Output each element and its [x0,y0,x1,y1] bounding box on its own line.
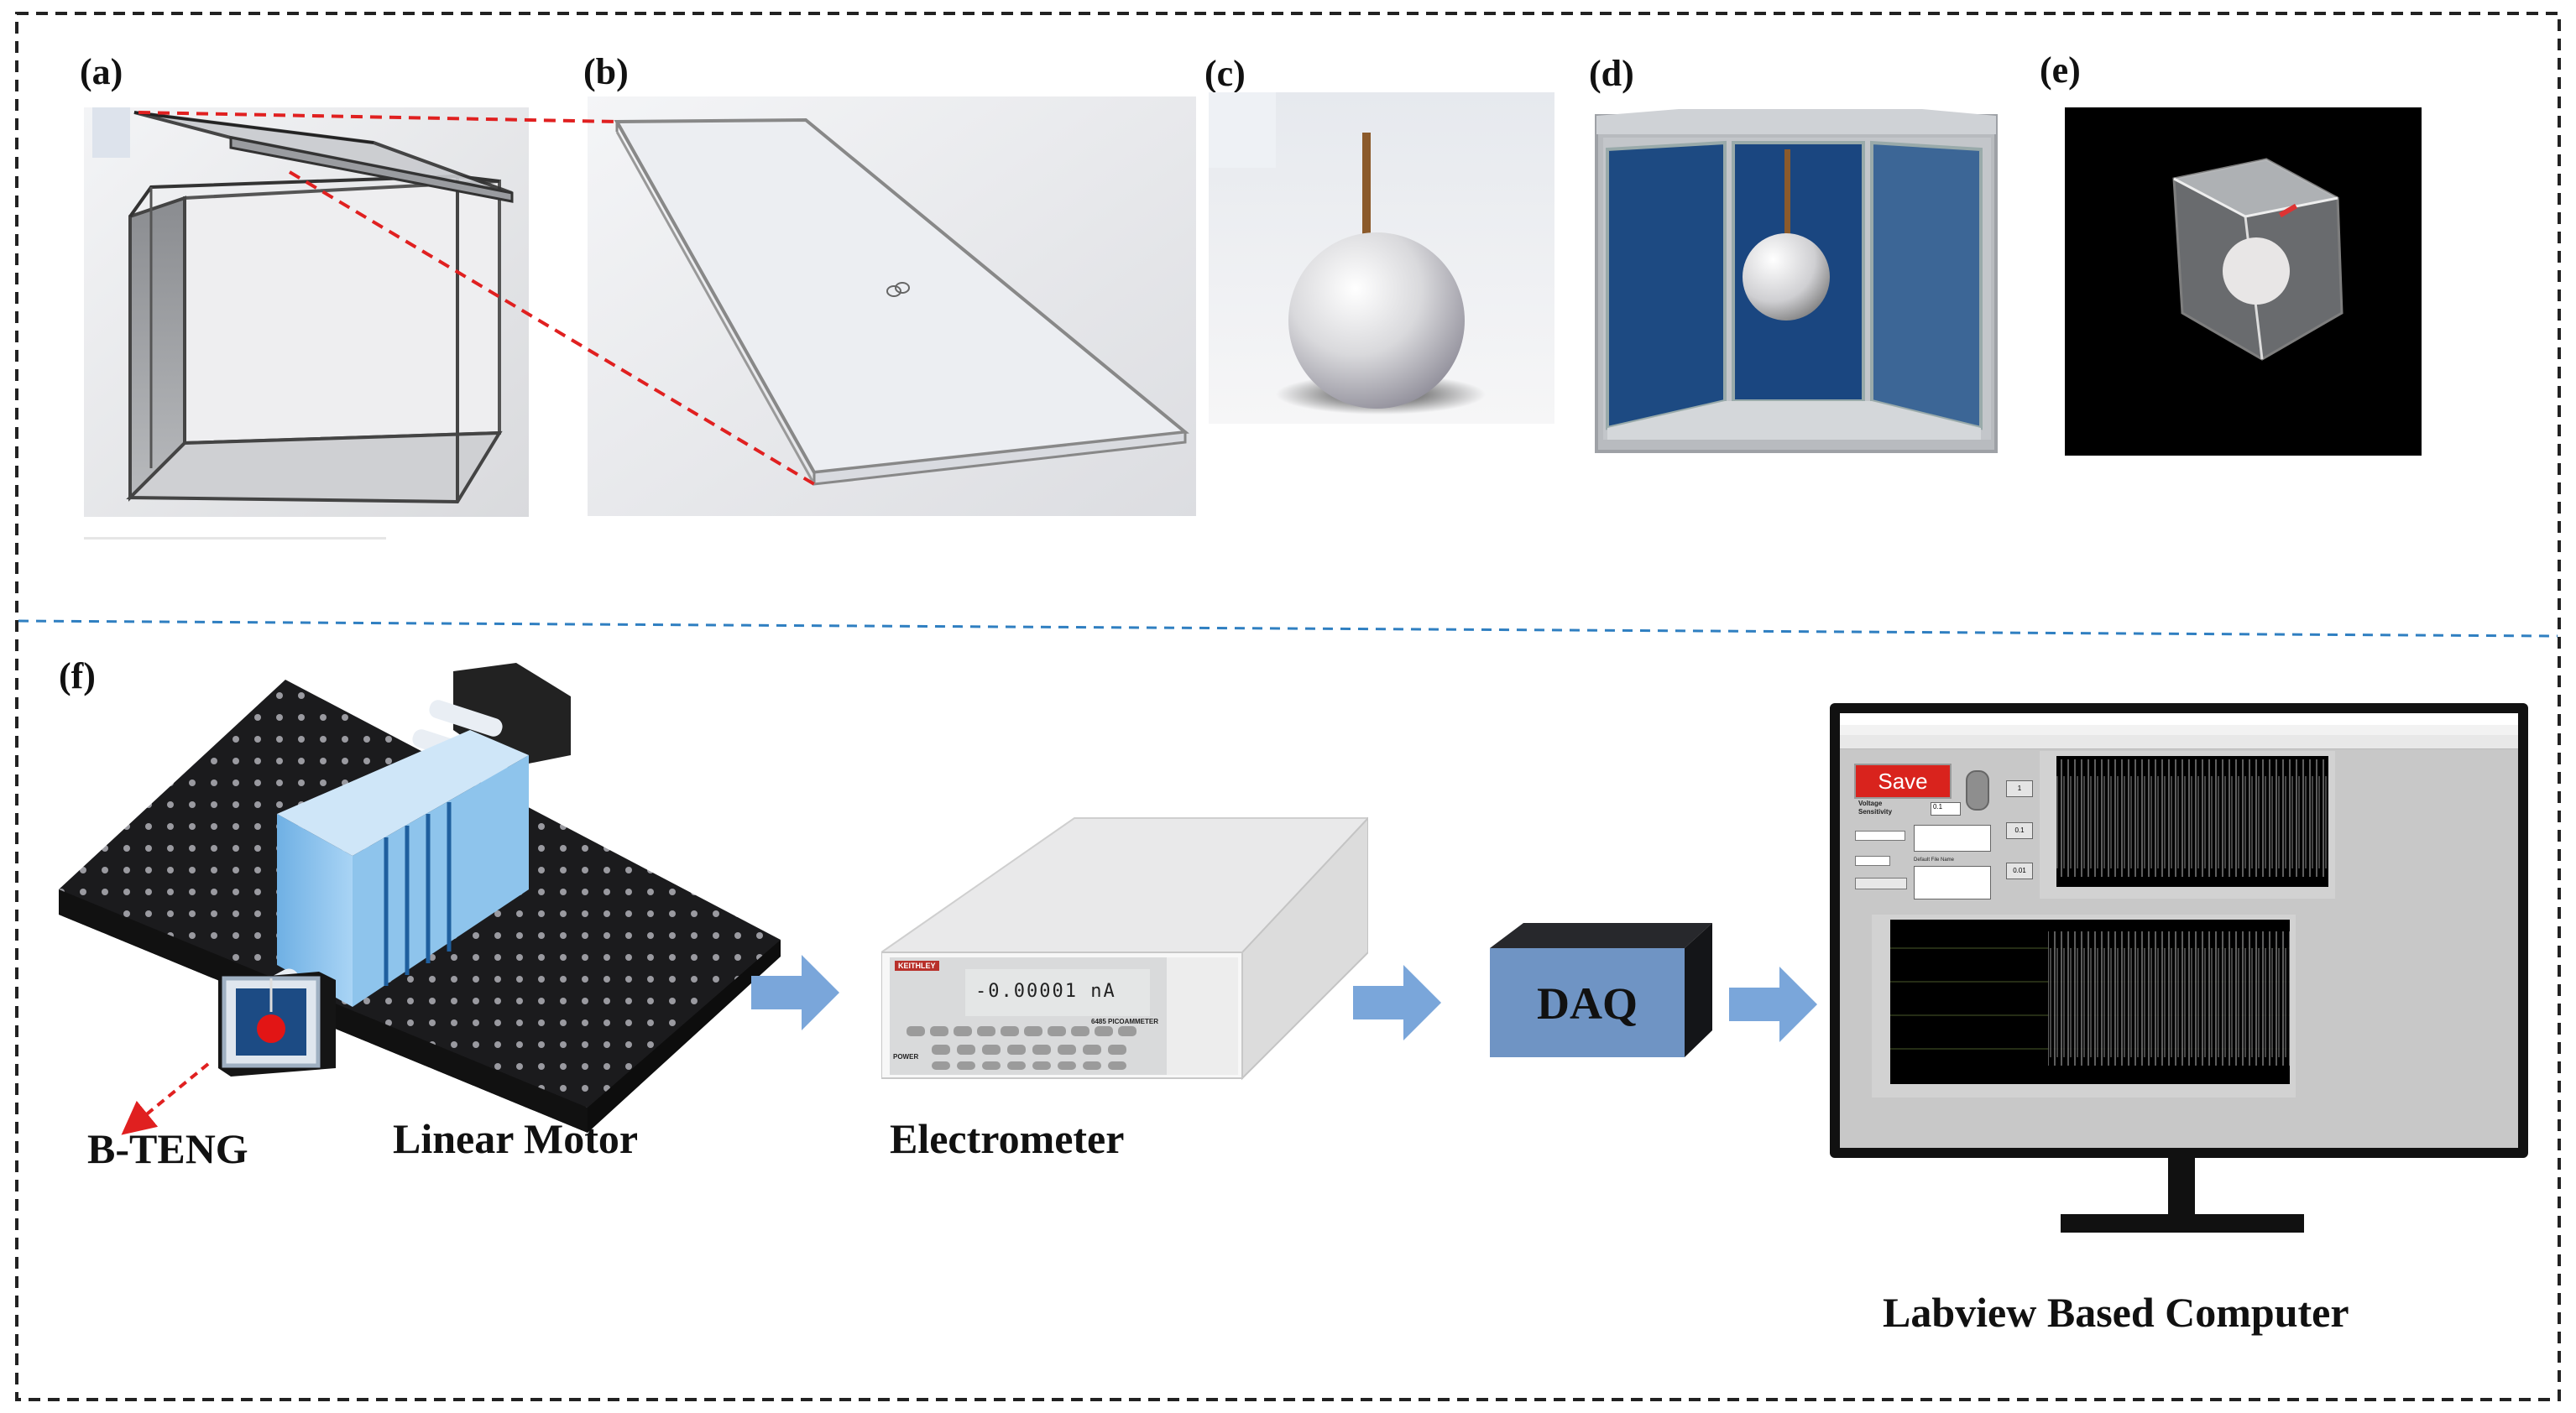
labview-waveform-bottom [1872,915,2296,1098]
labview-button-0-01[interactable]: 0.01 [2006,863,2033,879]
panel-d-electrode-box [1595,109,1998,453]
panel-a-box-illustration [84,107,529,517]
electrometer-caption: Electrometer [890,1115,1125,1162]
electrometer-model: 6485 PICOAMMETER [1091,1018,1159,1025]
daq-box [1490,923,1712,1057]
labview-default-file-label: Default File Name [1914,858,1955,863]
labview-voltage-label: Voltage [1858,800,1883,807]
panel-a-underline [84,537,386,540]
electrometer: KEITHLEY -0.00001 nA 6485 PICOAMMETER PO… [881,801,1368,1103]
labview-titlebar [1840,713,2518,726]
labview-toggle-switch[interactable] [1966,770,1989,811]
linear-motor-caption: Linear Motor [393,1115,639,1162]
panel-label-c: (c) [1204,53,1246,94]
panel-label-d: (d) [1589,53,1634,94]
daq-label: DAQ [1537,978,1638,1029]
panel-label-b: (b) [583,51,629,92]
labview-menubar [1840,725,2518,735]
flow-arrow-3 [1729,967,1817,1042]
electrometer-brand: KEITHLEY [895,961,939,971]
panel-label-a: (a) [80,51,123,92]
electrometer-power-label: POWER [893,1053,919,1061]
labview-filename-box[interactable] [1914,866,1991,899]
panel-label-e: (e) [2040,50,2081,91]
monitor-stand-neck [2168,1158,2195,1217]
labview-left-form [1855,822,1907,898]
computer-monitor: Save Voltage Sensitivity 0.1 Default Fil… [1830,703,2528,1158]
monitor-stand-base [2061,1214,2304,1233]
labview-sensitivity-input[interactable]: 0.1 [1931,802,1961,816]
labview-waveform-top [2040,751,2335,899]
computer-caption: Labview Based Computer [1883,1289,2349,1336]
labview-button-1[interactable]: 1 [2006,780,2033,797]
section-divider [18,619,2558,638]
panel-c-ball [1209,92,1554,424]
panel-label-f: (f) [59,655,96,696]
labview-screen: Save Voltage Sensitivity 0.1 Default Fil… [1840,713,2518,1148]
labview-save-button[interactable]: Save [1854,764,1952,799]
panel-e-photo [2065,107,2422,456]
labview-button-0-1[interactable]: 0.1 [2006,822,2033,839]
labview-path-box[interactable] [1914,825,1991,852]
flow-arrow-1 [751,955,839,1030]
labview-sensitivity-label: Sensitivity [1858,808,1893,816]
labview-toolbar [1840,735,2518,749]
electrometer-display: -0.00001 nA [975,981,1116,1002]
flow-arrow-2 [1353,965,1441,1040]
bteng-device [218,972,336,1077]
bteng-caption: B-TENG [87,1125,248,1172]
panel-b-lid-plate [588,96,1196,516]
